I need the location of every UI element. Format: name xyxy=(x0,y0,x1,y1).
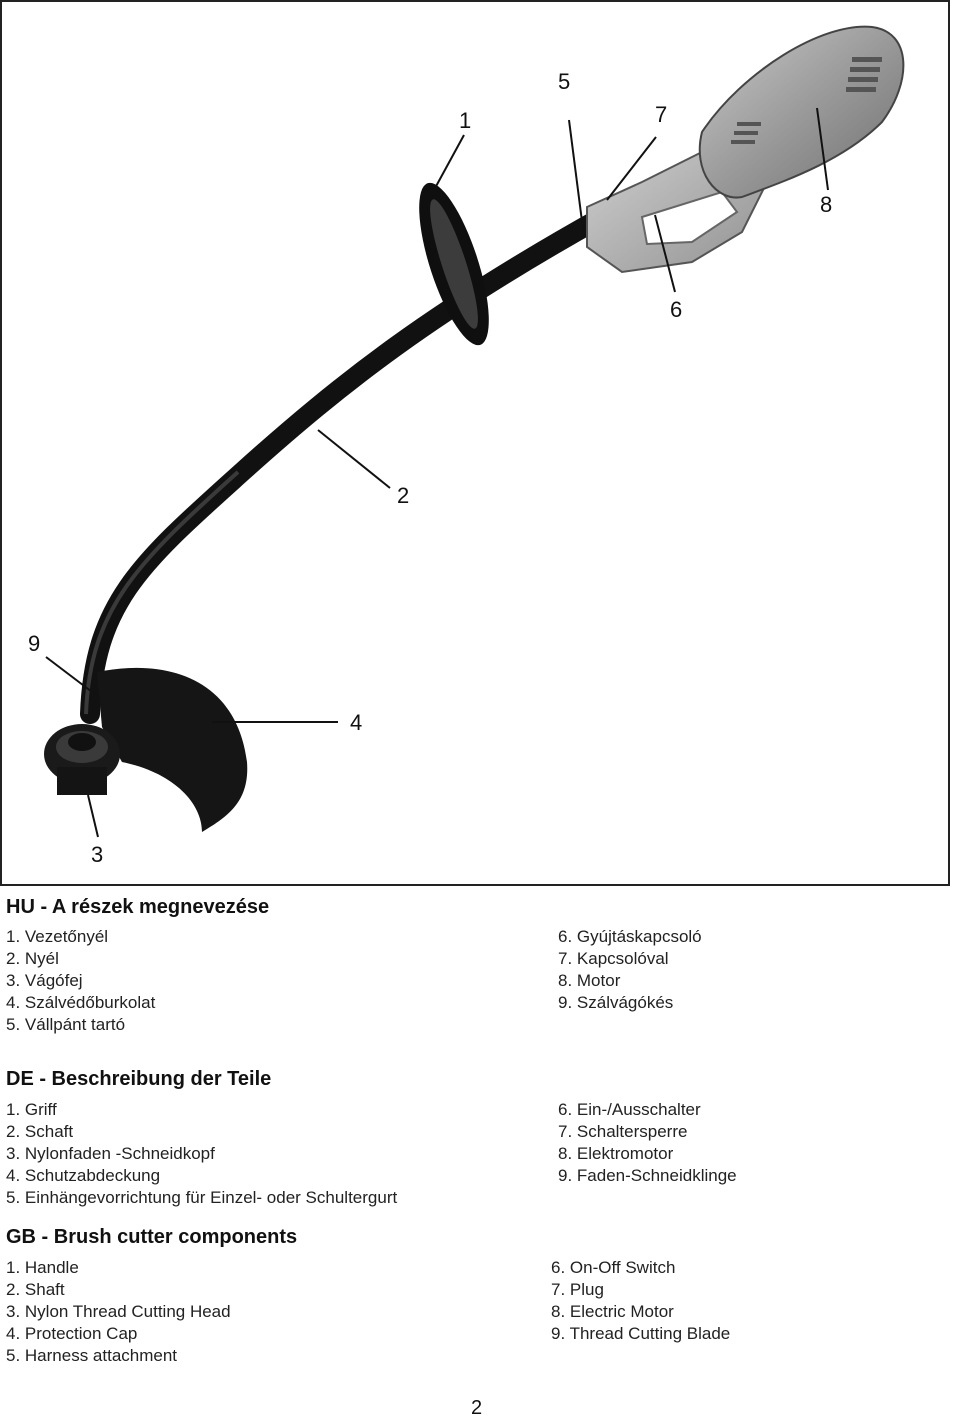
list-item: 5. Harness attachment xyxy=(6,1346,178,1365)
list-item: 8. Electric Motor xyxy=(551,1302,674,1321)
list-item: 9. Szálvágókés xyxy=(558,993,674,1012)
cutting-head xyxy=(44,724,120,795)
list-item: 1. Vezetőnyél xyxy=(6,927,109,946)
list-item: 3. Vágófej xyxy=(6,971,83,990)
callout-7: 7 xyxy=(655,102,668,127)
list-item: 6. On-Off Switch xyxy=(551,1258,676,1277)
list-item: 8. Elektromotor xyxy=(558,1144,674,1163)
callout-9: 9 xyxy=(28,631,41,656)
list-item: 2. Nyél xyxy=(6,949,59,968)
brush-cutter-illustration xyxy=(44,25,905,838)
protection-cap xyxy=(97,667,248,832)
list-item: 1. Griff xyxy=(6,1100,57,1119)
list-item: 1. Handle xyxy=(6,1258,79,1277)
list-item: 7. Schaltersperre xyxy=(558,1122,688,1141)
list-item: 6. Gyújtáskapcsoló xyxy=(558,927,702,946)
callout-1: 1 xyxy=(459,108,472,133)
list-item: 3. Nylon Thread Cutting Head xyxy=(6,1302,231,1321)
callout-3: 3 xyxy=(91,842,104,867)
section-title-de: DE - Beschreibung der Teile xyxy=(6,1068,272,1090)
section-title-gb: GB - Brush cutter components xyxy=(6,1226,298,1248)
list-item: 2. Shaft xyxy=(6,1280,65,1299)
list-item: 5. Einhängevorrichtung für Einzel- oder … xyxy=(6,1188,398,1207)
callout-8: 8 xyxy=(820,192,833,217)
list-item: 5. Vállpánt tartó xyxy=(6,1015,126,1034)
list-item: 4. Protection Cap xyxy=(6,1324,138,1343)
callout-4: 4 xyxy=(350,710,363,735)
motor-housing xyxy=(698,25,905,199)
leader-lines xyxy=(45,107,829,838)
list-item: 9. Faden-Schneidklinge xyxy=(558,1166,737,1185)
callout-2: 2 xyxy=(397,483,410,508)
list-item: 4. Schutzabdeckung xyxy=(6,1166,161,1185)
list-item: 2. Schaft xyxy=(6,1122,74,1141)
product-diagram: 1 5 7 8 6 2 9 4 3 xyxy=(0,0,950,886)
list-item: 6. Ein-/Ausschalter xyxy=(558,1100,701,1119)
callout-6: 6 xyxy=(670,297,683,322)
section-title-hu: HU - A részek megnevezése xyxy=(6,896,270,918)
callout-5: 5 xyxy=(558,69,571,94)
shaft xyxy=(80,207,612,724)
list-item: 7. Kapcsolóval xyxy=(558,949,669,968)
list-item: 4. Szálvédőburkolat xyxy=(6,993,156,1012)
front-handle xyxy=(419,182,489,346)
list-item: 7. Plug xyxy=(551,1280,604,1299)
page-number: 2 xyxy=(471,1397,483,1419)
list-item: 3. Nylonfaden -Schneidkopf xyxy=(6,1144,215,1163)
list-item: 8. Motor xyxy=(558,971,621,990)
list-item: 9. Thread Cutting Blade xyxy=(551,1324,731,1343)
